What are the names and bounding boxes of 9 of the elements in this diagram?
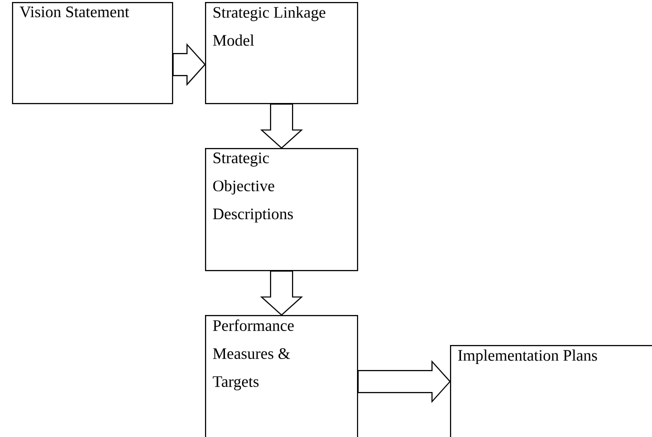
process-box: Strategic Objective Descriptions — [205, 148, 358, 272]
block-arrow — [260, 270, 303, 316]
block-arrow — [260, 104, 303, 149]
block-arrow — [172, 43, 206, 86]
block-arrow — [358, 360, 451, 403]
process-box: Implementation Plans — [450, 345, 652, 437]
process-box: Performance Measures & Targets — [205, 315, 358, 437]
process-box: Strategic Linkage Model — [205, 2, 358, 104]
process-box: Vision Statement — [12, 2, 174, 104]
